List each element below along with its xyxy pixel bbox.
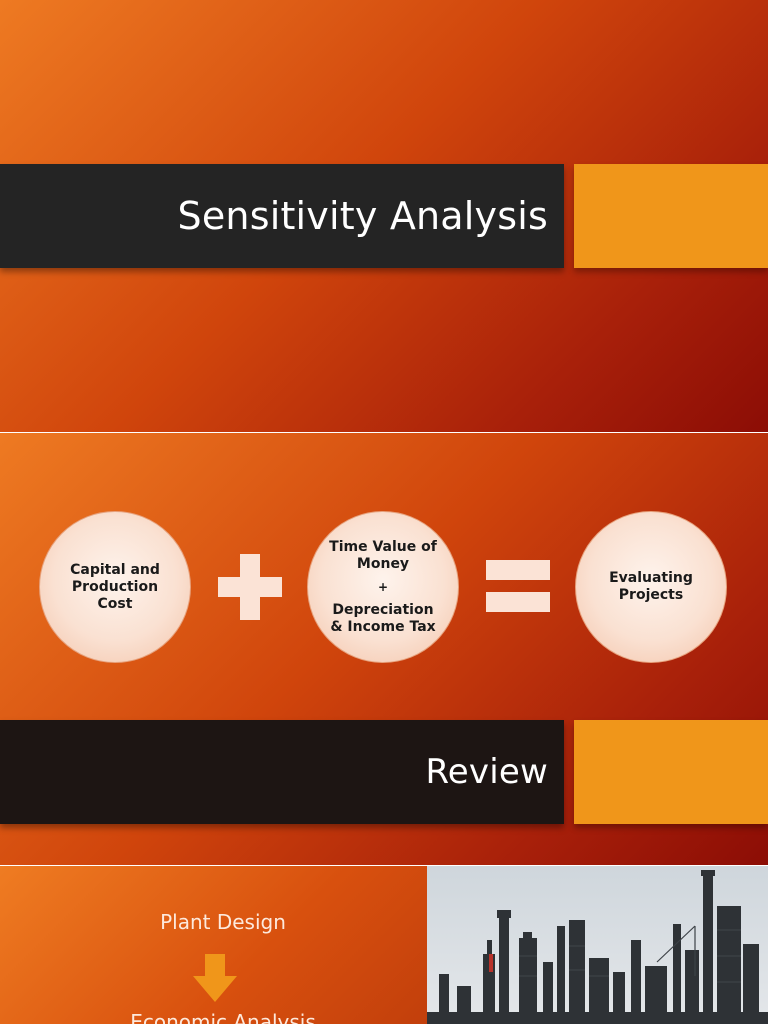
equals-icon xyxy=(486,560,550,614)
step-economic-analysis: Economic Analysis xyxy=(130,1010,316,1024)
slide-plant-design: Plant Design Economic Analysis xyxy=(0,866,427,1024)
circle-text-line: Production xyxy=(71,578,159,595)
circle-text-line: Depreciation xyxy=(332,601,434,618)
title-accent-block xyxy=(574,164,768,268)
circle-text-line: Cost xyxy=(97,595,133,612)
circle-text-line: Time Value of xyxy=(329,538,437,555)
step-plant-design: Plant Design xyxy=(160,910,286,934)
circle-evaluating-projects: Evaluating Projects xyxy=(575,511,727,663)
circle-text-line: Money xyxy=(356,555,410,572)
slide-review: Capital and Production Cost Time Value o… xyxy=(0,433,768,865)
title-bar: Sensitivity Analysis xyxy=(0,164,564,268)
arrow-down-icon xyxy=(193,954,237,1002)
circle-text-line: Evaluating xyxy=(609,570,693,586)
review-title: Review xyxy=(425,752,548,792)
circle-text-line: Projects xyxy=(618,587,684,603)
slide-sensitivity-analysis: Sensitivity Analysis xyxy=(0,0,768,432)
circle-text-line: & Income Tax xyxy=(330,618,436,635)
review-title-bar: Review xyxy=(0,720,564,824)
circle-time-value: Time Value of Money + Depreciation & Inc… xyxy=(307,511,459,663)
refinery-image xyxy=(427,866,768,1024)
circle-text-line: Capital and xyxy=(70,561,160,578)
plus-icon xyxy=(218,554,282,620)
review-accent-block xyxy=(574,720,768,824)
circle-text-line: + xyxy=(377,579,389,594)
slide-title: Sensitivity Analysis xyxy=(177,194,548,238)
circle-capital-cost: Capital and Production Cost xyxy=(39,511,191,663)
